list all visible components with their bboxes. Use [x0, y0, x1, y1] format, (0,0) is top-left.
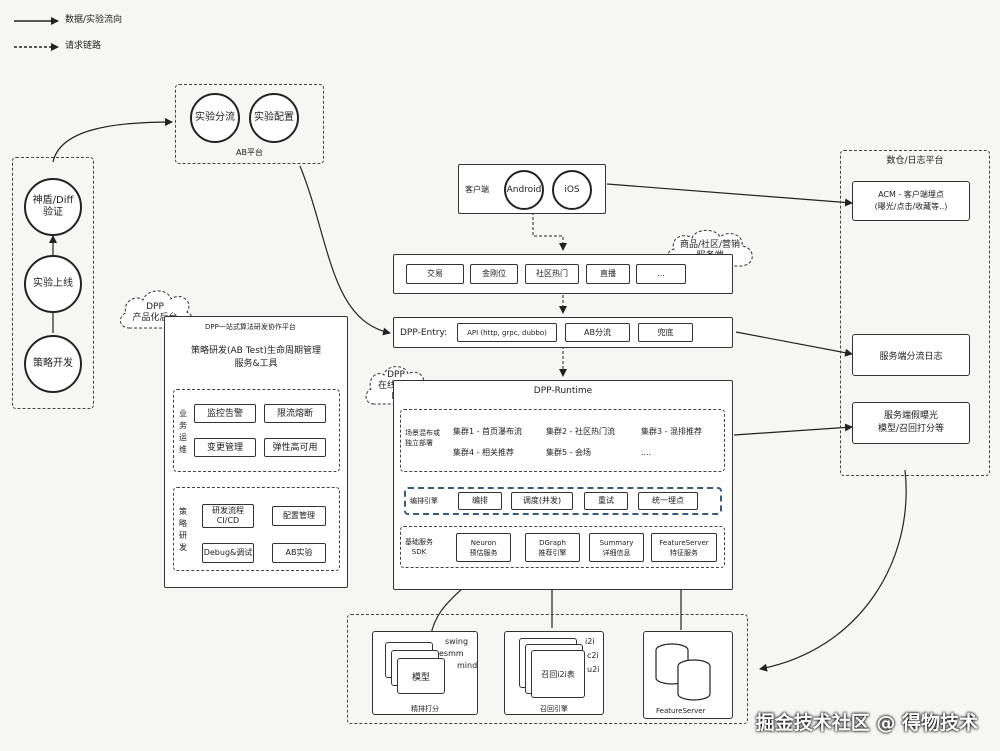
- flow-experiment-online: 实验上线: [24, 255, 82, 313]
- runtime-title: DPP-Runtime: [533, 386, 593, 396]
- entry-ab-split: AB分流: [565, 323, 630, 342]
- featureserver-group: FeatureServer: [643, 631, 733, 719]
- cluster-more: ....: [641, 448, 652, 457]
- ops-ratelimit: 限流熔断: [264, 404, 326, 423]
- engine-box: 编排引擎 编排 调度(并发) 重试 统一埋点: [404, 487, 722, 515]
- ab-item-config: 实验配置: [249, 93, 299, 143]
- scene-label: 场景混布或 独立部署: [405, 429, 440, 447]
- sdk-dgraph: DGraph 推荐引擎: [525, 533, 580, 562]
- engine-tracking: 统一埋点: [638, 492, 698, 510]
- sdk-label: 基础服务 SDK: [405, 538, 433, 556]
- engine-orchestrate: 编排: [458, 492, 502, 510]
- cluster-3: 集群3 - 混排推荐: [641, 427, 703, 436]
- ab-platform-box: 实验分流 实验配置 AB平台: [175, 84, 324, 164]
- recall-caption: 召回引擎: [540, 705, 568, 713]
- dev-label: 策略研发: [179, 507, 187, 552]
- runtime-cluster-box: 场景混布或 独立部署 集群1 - 首页瀑布流 集群2 - 社区热门流 集群3 -…: [400, 409, 725, 472]
- dev-debug: Debug&调试: [202, 543, 254, 563]
- recall-card: 召回i2i表: [531, 650, 585, 698]
- engine-schedule: 调度(并发): [511, 492, 573, 510]
- client-android: Android: [504, 170, 544, 210]
- cluster-4: 集群4 - 相关推荐: [453, 448, 515, 457]
- entry-fallback: 兜底: [638, 323, 693, 342]
- model-caption: 精排打分: [411, 705, 439, 713]
- cluster-5: 集群5 - 会场: [546, 448, 592, 457]
- legend-dashed-label: 请求链路: [65, 41, 102, 51]
- ab-item-split: 实验分流: [190, 93, 240, 143]
- sdk-featureserver: FeatureServer 特征服务: [651, 533, 717, 562]
- model-card: 模型: [397, 658, 445, 694]
- log-acm: ACM - 客户端埋点 (曝光/点击/收藏等..): [852, 181, 970, 221]
- watermark: 掘金技术社区 @ 得物技术: [755, 712, 978, 734]
- flow-diff-verify: 神盾/Diff 验证: [24, 178, 82, 236]
- log-fake-exposure: 服务端假曝光 模型/召回打分等: [852, 402, 970, 444]
- cluster-2: 集群2 - 社区热门流: [546, 427, 616, 436]
- business-box: 交易 金刚位 社区热门 直播 ...: [393, 254, 733, 294]
- database-icon: [655, 643, 711, 701]
- sdk-summary: Summary 详细信息: [589, 533, 644, 562]
- platform-title: DPP一站式算法研发协作平台: [205, 323, 296, 331]
- legend-solid-label: 数据/实验流向: [65, 15, 123, 25]
- dpp-platform-box: DPP一站式算法研发协作平台 策略研发(AB Test)生命周期管理 服务&工具…: [164, 316, 348, 588]
- dev-box: 策略研发 研发流程 CI/CD 配置管理 Debug&调试 AB实验: [173, 487, 340, 571]
- dpp-entry-label: DPP-Entry:: [400, 328, 448, 338]
- model-group: 模型 swing esmm mind 精排打分: [372, 631, 478, 715]
- ops-box: 业务运维 监控告警 限流熔断 变更管理 弹性高可用: [173, 389, 340, 472]
- recall-label-c2i: c2i: [587, 651, 599, 660]
- log-server-split: 服务端分流日志: [852, 334, 970, 376]
- ops-label: 业务运维: [179, 409, 187, 454]
- business-kingkong: 金刚位: [470, 264, 518, 284]
- recall-label-i2i: i2i: [585, 637, 595, 646]
- engine-retry: 重试: [584, 492, 628, 510]
- client-ios: iOS: [552, 170, 592, 210]
- ab-platform-title: AB平台: [236, 148, 263, 157]
- model-label-mind: mind: [457, 661, 478, 670]
- dev-cicd: 研发流程 CI/CD: [202, 504, 254, 528]
- dpp-entry-box: DPP-Entry: API (http, grpc, dubbo) AB分流 …: [393, 317, 733, 348]
- dev-config: 配置管理: [272, 506, 326, 526]
- ops-change: 变更管理: [194, 438, 256, 457]
- dpp-runtime-box: DPP-Runtime 场景混布或 独立部署 集群1 - 首页瀑布流 集群2 -…: [393, 380, 733, 590]
- strategy-flow-box: 神盾/Diff 验证 实验上线 策略开发: [12, 157, 94, 409]
- ops-monitor: 监控告警: [194, 404, 256, 423]
- client-box: 客户端 Android iOS: [458, 164, 606, 214]
- flow-strategy-dev: 策略开发: [24, 335, 82, 393]
- dev-ab-experiment: AB实验: [272, 543, 326, 563]
- entry-api: API (http, grpc, dubbo): [457, 323, 557, 342]
- sdk-neuron: Neuron 预估服务: [456, 533, 511, 562]
- engine-label: 编排引擎: [410, 497, 438, 505]
- recall-group: 召回i2i表 i2i c2i u2i 召回引擎: [504, 631, 604, 715]
- featureserver-caption: FeatureServer: [656, 707, 706, 715]
- business-more: ...: [636, 264, 686, 284]
- business-trade: 交易: [406, 264, 464, 284]
- cluster-1: 集群1 - 首页瀑布流: [453, 427, 523, 436]
- log-platform-box: 数仓/日志平台 ACM - 客户端埋点 (曝光/点击/收藏等..) 服务端分流日…: [840, 150, 990, 476]
- ops-elastic: 弹性高可用: [264, 438, 326, 457]
- client-label: 客户端: [465, 185, 489, 194]
- business-live: 直播: [586, 264, 630, 284]
- recall-label-u2i: u2i: [587, 665, 600, 674]
- platform-subtitle: 策略研发(AB Test)生命周期管理 服务&工具: [191, 346, 321, 369]
- platform-cloud-label: DPP 产品化后台: [132, 302, 178, 323]
- bottom-resources-box: 模型 swing esmm mind 精排打分 召回i2i表 i2i c2i u…: [347, 614, 748, 724]
- business-community-hot: 社区热门: [525, 264, 579, 284]
- model-label-swing: swing: [445, 637, 469, 646]
- model-label-esmm: esmm: [439, 649, 464, 658]
- sdk-box: 基础服务 SDK Neuron 预估服务 DGraph 推荐引擎 Summary…: [400, 526, 725, 568]
- log-platform-title: 数仓/日志平台: [886, 156, 944, 166]
